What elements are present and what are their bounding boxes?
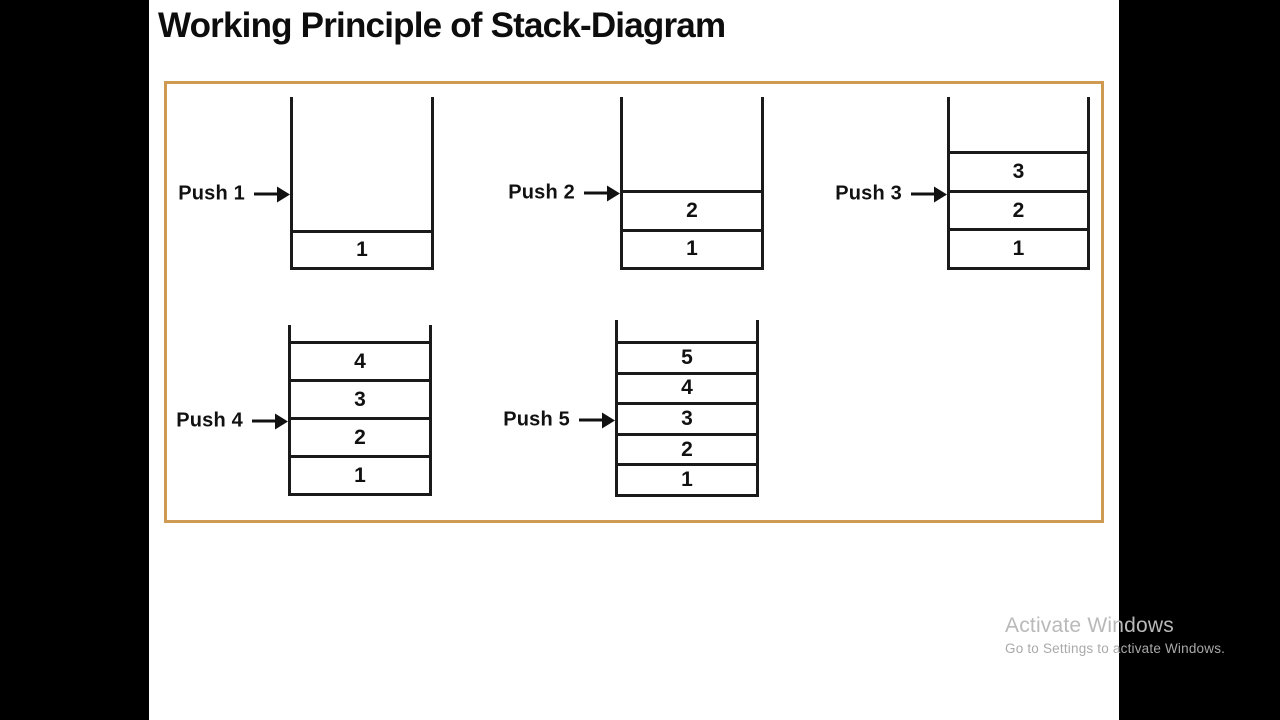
slide-title: Working Principle of Stack-Diagram [158,6,726,45]
push-1-label: Push 1 [178,183,290,206]
stack-diagram-4: 4 3 2 1 [288,325,432,496]
push-4-label: Push 4 [176,410,288,433]
right-arrow-icon [254,186,290,202]
stack-4-cells: 4 3 2 1 [291,341,429,493]
push-5-label: Push 5 [503,409,615,432]
stack-cell: 4 [618,371,756,403]
stack-cell: 2 [623,190,761,229]
letterbox-left [0,0,149,720]
stack-2-cells: 2 1 [623,190,761,267]
stack-diagram-3: 3 2 1 [947,97,1090,270]
stack-diagram-2: 2 1 [620,97,764,270]
stack-3-cells: 3 2 1 [950,151,1087,267]
stack-cell: 3 [618,402,756,433]
stack-cell: 2 [950,189,1087,229]
stack-cell: 1 [618,463,756,494]
stack-1-cells: 1 [293,230,431,267]
push-1-text: Push 1 [178,182,245,205]
stack-cell: 1 [293,230,431,267]
right-arrow-icon [252,413,288,429]
stack-cell: 1 [623,228,761,268]
right-arrow-icon [911,186,947,202]
right-arrow-icon [584,185,620,201]
stack-diagram-1: 1 [290,97,434,270]
push-3-label: Push 3 [835,183,947,206]
stack-cell: 4 [291,341,429,379]
letterbox-right [1119,0,1280,720]
stack-cell: 3 [950,151,1087,190]
push-2-label: Push 2 [508,182,620,205]
stack-cell: 5 [618,341,756,372]
stack-cell: 1 [950,228,1087,267]
stack-cell: 2 [291,417,429,455]
stack-cell: 1 [291,455,429,493]
push-3-text: Push 3 [835,182,902,205]
right-arrow-icon [579,412,615,428]
push-5-text: Push 5 [503,408,570,431]
push-4-text: Push 4 [176,409,243,432]
stack-5-cells: 5 4 3 2 1 [618,341,756,494]
stack-cell: 2 [618,432,756,464]
stack-diagram-5: 5 4 3 2 1 [615,320,759,497]
stack-cell: 3 [291,379,429,417]
push-2-text: Push 2 [508,181,575,204]
